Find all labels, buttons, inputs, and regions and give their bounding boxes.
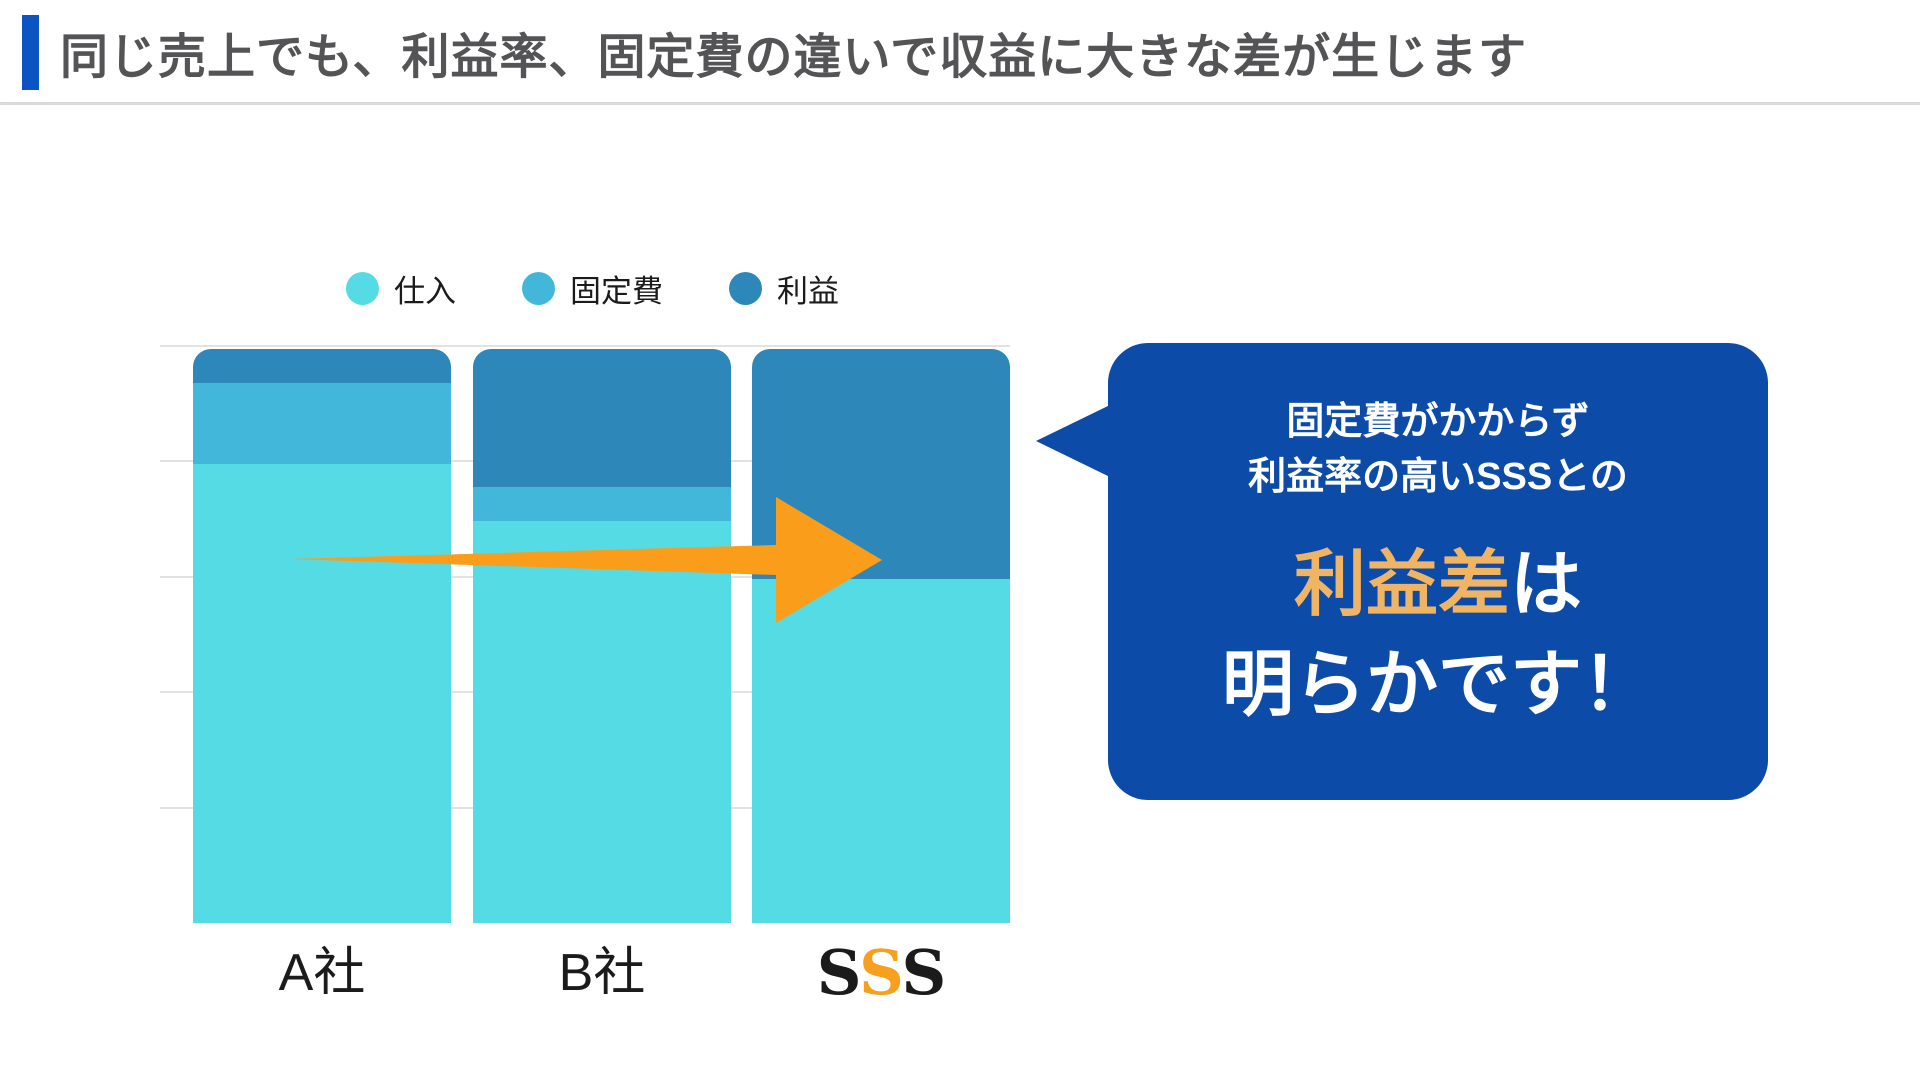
legend-swatch-icon xyxy=(346,271,379,305)
category-label-char: S xyxy=(901,936,947,1009)
page-title: 同じ売上でも、利益率、固定費の違いで収益に大きな差が生じます xyxy=(60,30,1528,84)
bar-segment-仕入-sss xyxy=(752,578,1010,923)
bar-segment-利益-company-a xyxy=(193,349,451,384)
callout-big-line-2: 明らかです！ xyxy=(1221,645,1654,725)
callout-tail xyxy=(1036,404,1112,478)
gridline xyxy=(160,345,1010,347)
legend-item: 仕入 xyxy=(346,266,456,311)
header-divider xyxy=(0,102,1920,105)
bar-segment-利益-company-b xyxy=(473,349,731,487)
legend-item: 利益 xyxy=(729,266,839,311)
category-label-accent-char: S xyxy=(859,936,902,1009)
bar-segment-固定費-company-a xyxy=(193,383,451,464)
bar-segment-仕入-company-b xyxy=(473,521,731,923)
chart-legend: 仕入 固定費 利益 xyxy=(346,270,839,309)
callout-big-rest: は xyxy=(1510,545,1583,625)
category-label-char: S xyxy=(816,936,860,1009)
bar-segment-固定費-company-b xyxy=(473,486,731,522)
callout-big-line-1: 利益差は xyxy=(1294,535,1582,635)
callout-bubble: 固定費がかからず 利益率の高いSSSとの 利益差は 明らかです！ xyxy=(1108,343,1768,800)
legend-label: 固定費 xyxy=(570,273,663,309)
legend-label: 利益 xyxy=(777,273,839,309)
bar-segment-仕入-company-a xyxy=(193,463,451,923)
chart-plot-area: A社 B社 SSS xyxy=(160,345,1010,1008)
bar-company-b xyxy=(473,349,731,923)
bar-company-a xyxy=(193,349,451,923)
callout-highlight-text: 利益差 xyxy=(1293,545,1510,625)
category-label-company-a: A社 xyxy=(278,944,366,1002)
callout-line-2: 利益率の高いSSSとの xyxy=(1248,456,1628,498)
callout-line-1: 固定費がかからず xyxy=(1286,401,1590,443)
category-label-company-b: B社 xyxy=(558,944,646,1002)
category-label-sss: SSS xyxy=(752,938,1010,1008)
legend-swatch-icon xyxy=(522,271,555,305)
legend-item: 固定費 xyxy=(522,266,663,311)
title-accent-bar xyxy=(22,15,39,90)
bar-segment-利益-sss xyxy=(752,349,1010,579)
legend-label: 仕入 xyxy=(394,273,456,309)
bar-sss xyxy=(752,349,1010,923)
legend-swatch-icon xyxy=(729,271,762,305)
